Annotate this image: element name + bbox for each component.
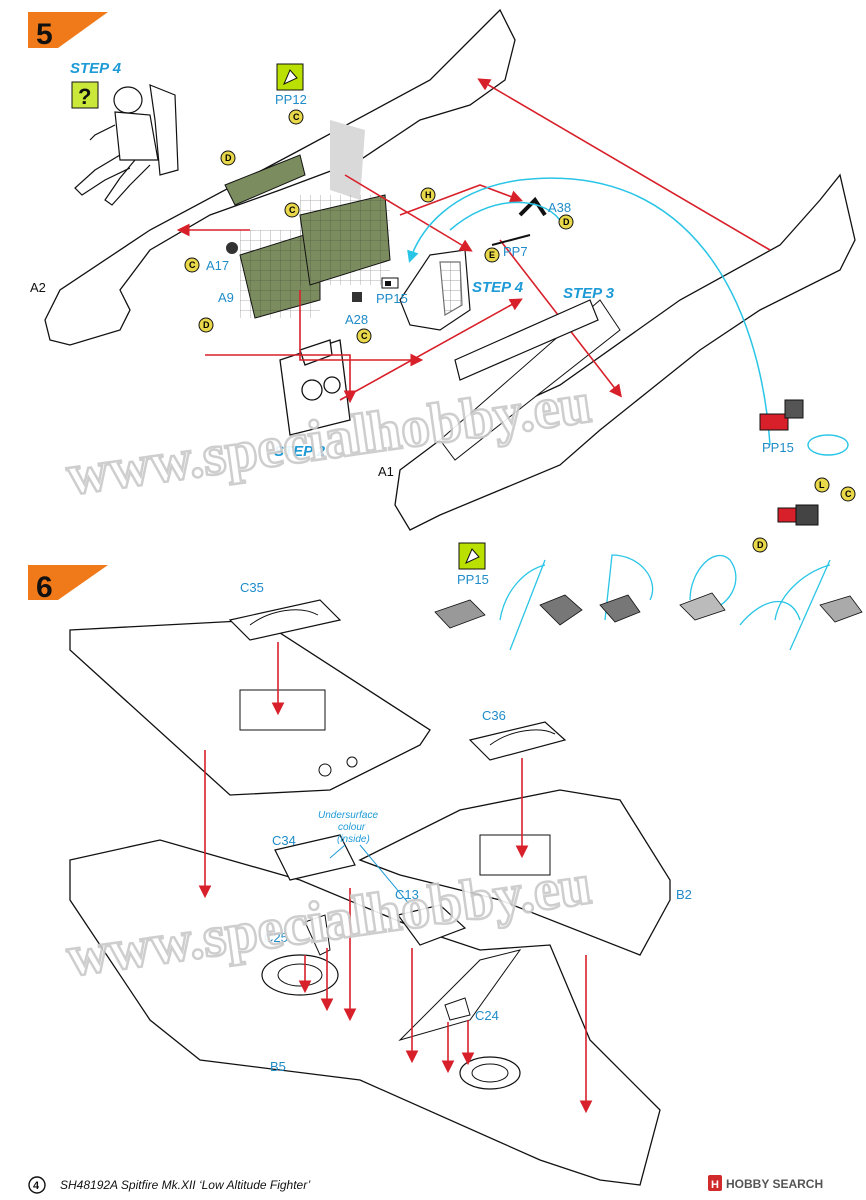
step-6-marker: 6: [28, 565, 108, 604]
part-label-c34: C34: [272, 833, 296, 848]
part-c25: [304, 914, 331, 956]
svg-text:C: C: [289, 205, 296, 215]
paint-code-c-2: C: [284, 202, 300, 218]
part-label-b5: B5: [270, 1059, 286, 1074]
paint-code-d-4: D: [752, 537, 768, 553]
part-a28: [352, 292, 362, 302]
substep-label-step4-pilot: STEP 4: [70, 60, 122, 77]
part-c13: [396, 904, 467, 946]
instrument-panel-assembly: [279, 339, 351, 436]
part-label-a17: A17: [206, 258, 229, 273]
brand-text: HOBBY SEARCH: [726, 1177, 823, 1191]
substep-label-step4: STEP 4: [472, 279, 524, 296]
part-c36: [468, 721, 567, 761]
svg-text:C: C: [361, 331, 368, 341]
part-pp15-small: [381, 277, 399, 289]
svg-text:colour: colour: [338, 822, 366, 833]
part-label-c25: C25: [264, 930, 288, 945]
svg-text:H: H: [425, 190, 432, 200]
pp15-seat-cushion: [759, 399, 849, 456]
svg-text:?: ?: [78, 84, 91, 109]
pilot-seat: [399, 249, 471, 331]
cyan-guide-arrow: [407, 177, 771, 446]
paint-code-c-5: C: [840, 486, 856, 502]
paint-code-d-1: D: [220, 150, 236, 166]
part-label-b2: B2: [676, 887, 692, 902]
pp15-icon-step6: [458, 542, 486, 570]
svg-text:D: D: [203, 320, 210, 330]
upper-wing-right-b2: [358, 789, 671, 956]
photo-etch-folding-sequence: [499, 554, 831, 651]
paint-code-c-a28: C: [356, 328, 372, 344]
fuselage-half-a1: [394, 173, 856, 531]
head-armour-a38: [518, 196, 547, 217]
paint-code-d-2: D: [558, 214, 574, 230]
paint-code-c-a17: C: [184, 257, 200, 273]
step-5-number: 5: [36, 18, 53, 51]
svg-text:L: L: [819, 480, 825, 490]
svg-text:D: D: [757, 540, 764, 550]
part-label-pp12: PP12: [275, 92, 307, 107]
part-label-pp15-step6: PP15: [457, 572, 489, 587]
pp15-seat-cushion-2: [777, 504, 819, 526]
part-label-a38: A38: [548, 200, 571, 215]
part-label-a2: A2: [30, 280, 46, 295]
upper-wing-left: [69, 619, 431, 796]
part-label-c13: C13: [395, 887, 419, 902]
part-label-c36: C36: [482, 708, 506, 723]
svg-text:D: D: [563, 217, 570, 227]
page-number: 4: [33, 1180, 40, 1192]
brand-logo: H: [711, 1179, 719, 1191]
part-label-c35: C35: [240, 580, 264, 595]
part-label-pp7: PP7: [503, 244, 528, 259]
part-label-a28: A28: [345, 312, 368, 327]
paint-code-d-a9: D: [198, 317, 214, 333]
part-label-pp15: PP15: [376, 291, 408, 306]
lower-wing-b5: [69, 839, 661, 1186]
svg-text:D: D: [225, 153, 232, 163]
pp12-icon: [276, 63, 304, 91]
part-pp7: [491, 234, 531, 246]
paint-code-c-pp12: C: [288, 109, 304, 125]
question-icon: ?: [71, 81, 99, 109]
fuselage-half-a2: [44, 8, 516, 346]
undersurface-note: Undersurface colour (inside): [318, 810, 411, 906]
cockpit-sidewall-panel-right: [299, 194, 391, 286]
step-6-number: 6: [36, 571, 53, 604]
document-title: SH48192A Spitfire Mk.XII ‘Low Altitude F…: [60, 1178, 311, 1192]
step-5-marker: 5: [28, 12, 108, 51]
svg-text:C: C: [845, 489, 852, 499]
substep-label-step3: STEP 3: [563, 285, 615, 302]
part-label-pp15-b: PP15: [762, 440, 794, 455]
cyan-guide-arc: [449, 201, 561, 231]
paint-codes-step5: C D C H D C D E C L C D: [184, 109, 856, 553]
substep-label-step2: STEP 2: [274, 443, 326, 460]
assembly-arrows-step6: [198, 642, 593, 1114]
part-label-a9: A9: [218, 290, 234, 305]
part-label-a1: A1: [378, 464, 394, 479]
svg-text:C: C: [189, 260, 196, 270]
part-label-c24: C24: [475, 1008, 499, 1023]
part-a17: [226, 242, 238, 254]
svg-text:E: E: [489, 250, 495, 260]
svg-text:Undersurface: Undersurface: [318, 810, 378, 821]
svg-text:(inside): (inside): [337, 834, 370, 845]
paint-code-e: E: [484, 247, 500, 263]
paint-code-h: H: [420, 187, 436, 203]
paint-code-l: L: [814, 477, 830, 493]
photo-etch-parts: [434, 592, 863, 629]
pilot-figure: [74, 84, 179, 206]
svg-text:C: C: [293, 112, 300, 122]
part-c35: [228, 599, 342, 641]
part-c34: [274, 834, 356, 881]
assembly-arrows-step5: [176, 78, 771, 404]
cockpit-door-panel: [454, 299, 599, 381]
footer: 4 SH48192A Spitfire Mk.XII ‘Low Altitude…: [0, 1170, 866, 1200]
part-c24: [444, 997, 471, 1021]
